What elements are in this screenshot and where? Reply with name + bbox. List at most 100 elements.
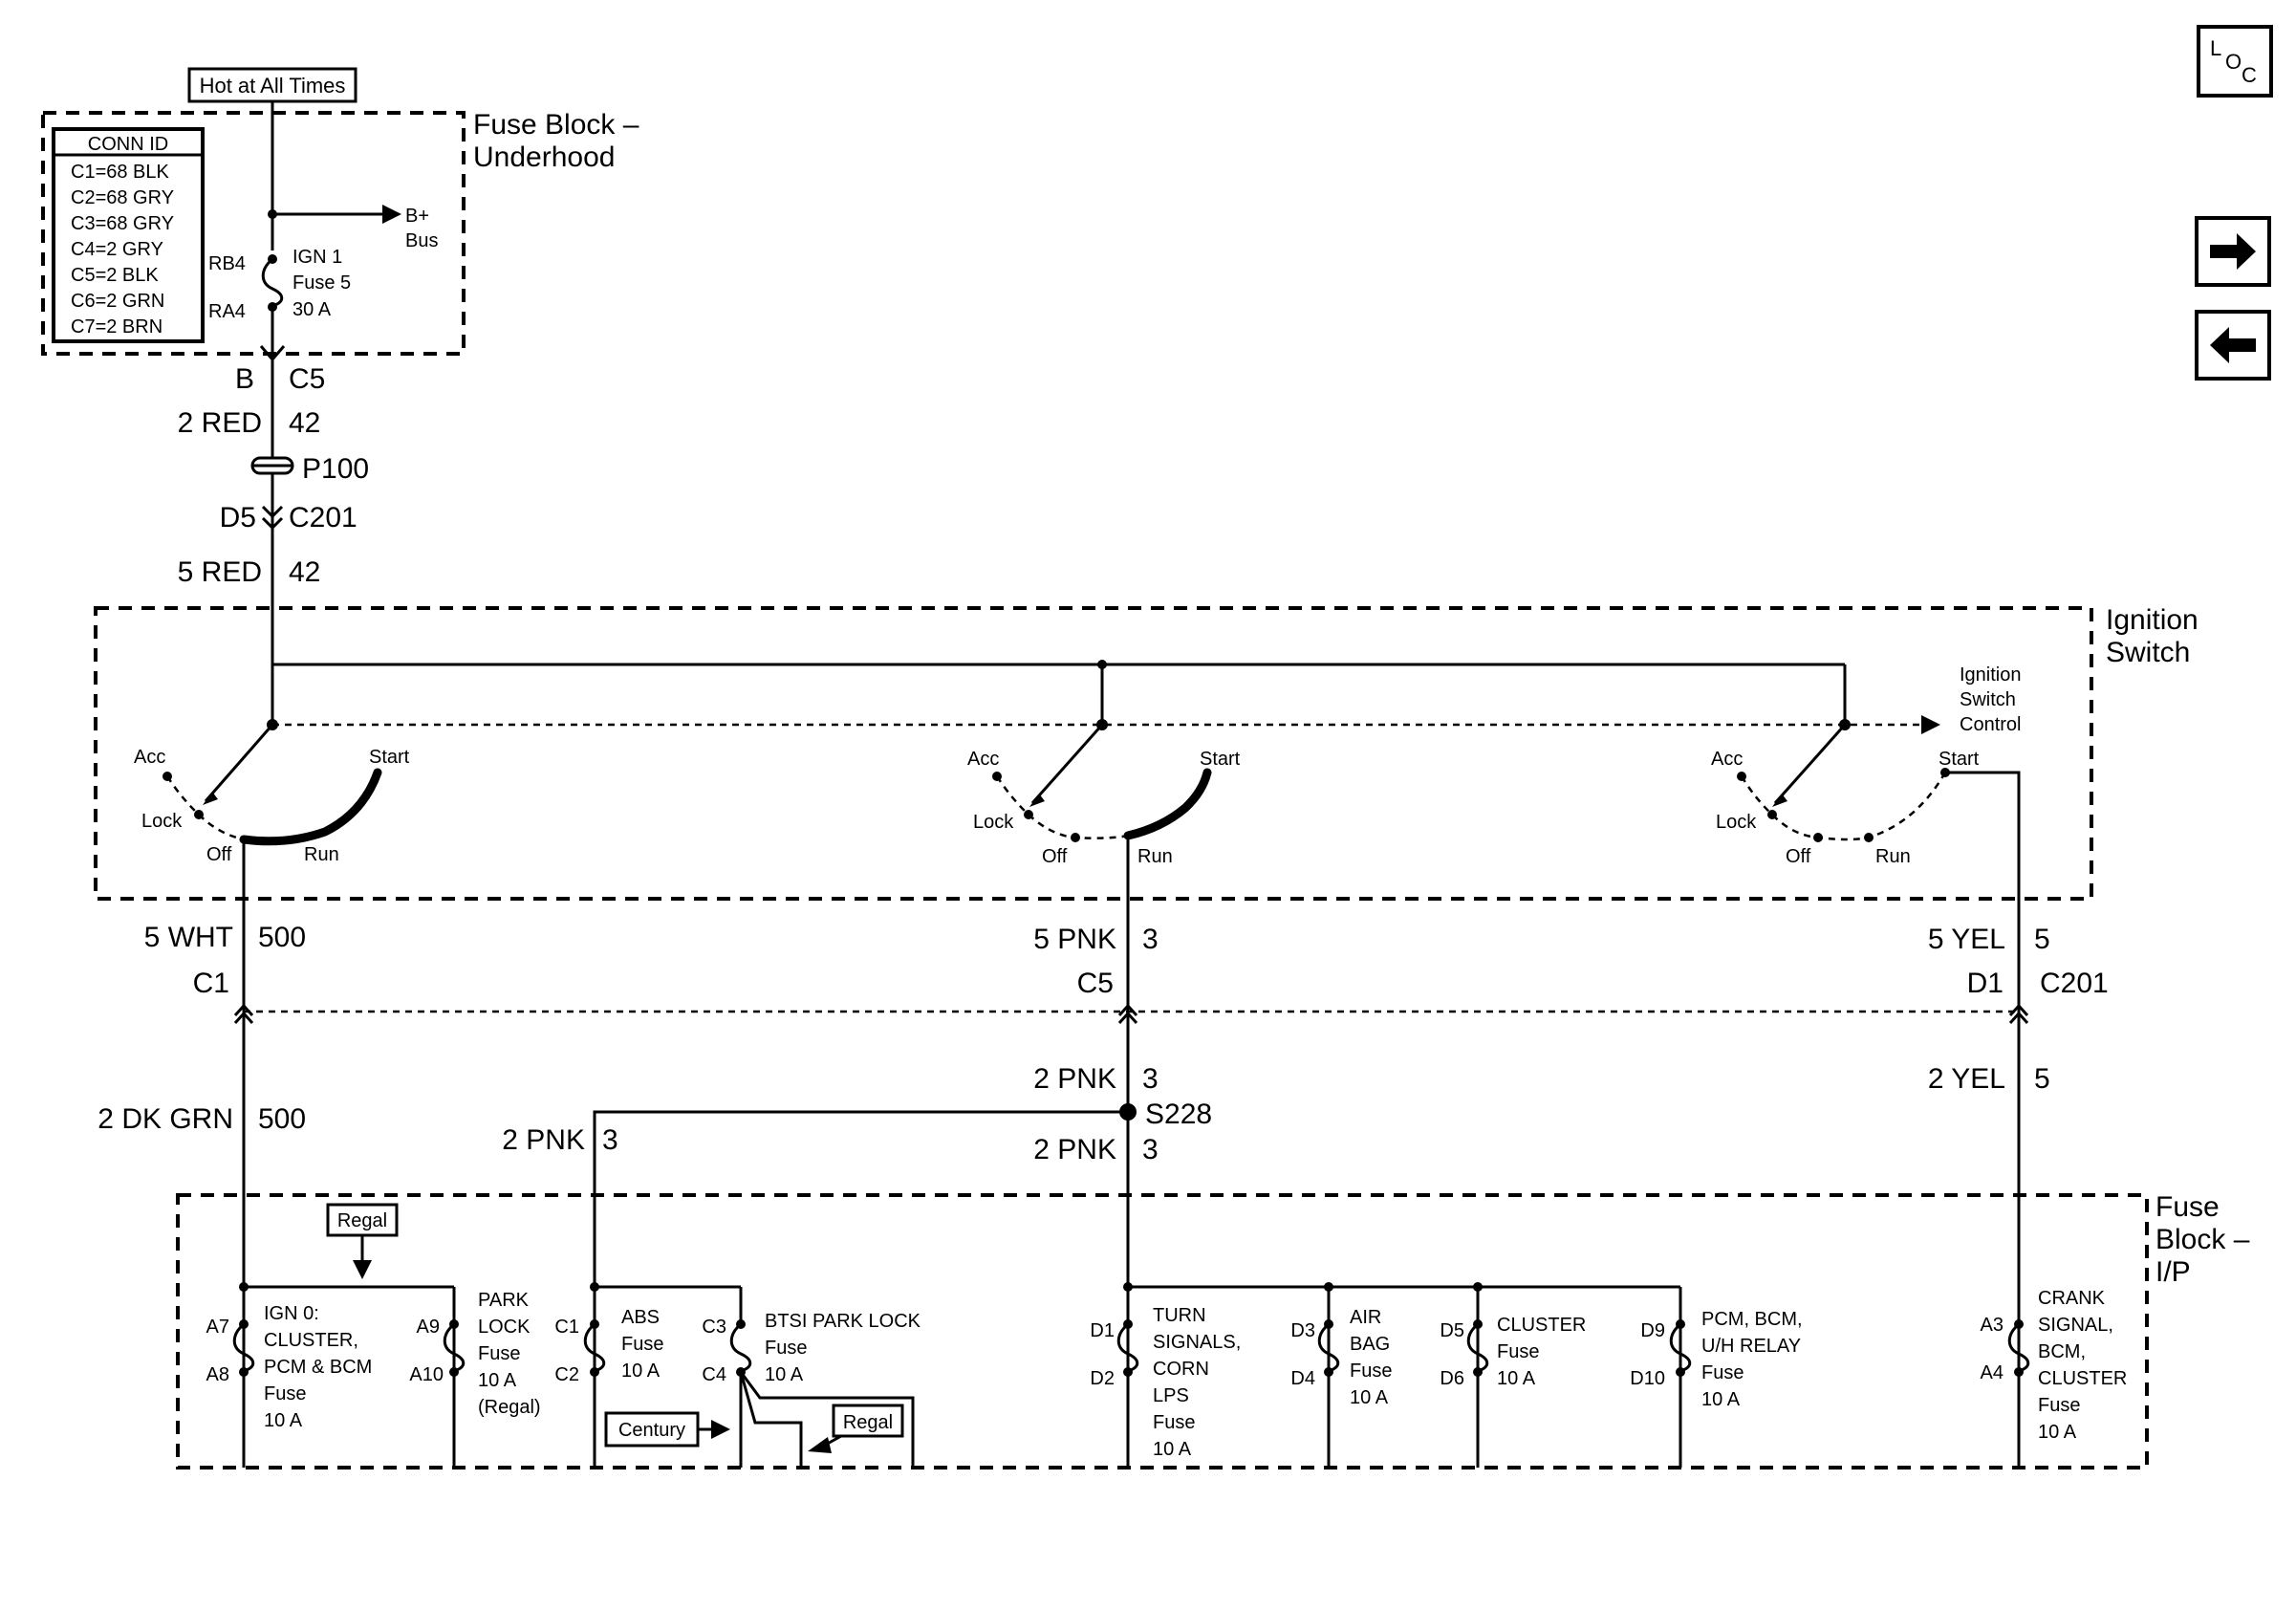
svg-text:C1=68 BLK: C1=68 BLK [71,162,170,183]
svg-text:Bus: Bus [405,230,438,251]
regal-label-2: Regal [808,1404,904,1453]
svg-text:CONN ID: CONN ID [88,134,168,155]
locator-button[interactable]: L O C [2197,25,2273,98]
svg-text:5 WHT: 5 WHT [144,922,233,953]
svg-text:Start: Start [369,747,410,768]
svg-text:Regal: Regal [843,1412,893,1433]
svg-text:Ignition: Ignition [2106,604,2199,636]
svg-text:10 A: 10 A [1153,1439,1192,1460]
svg-text:B: B [235,363,254,395]
arrow-left-icon [2210,327,2256,363]
svg-text:C3: C3 [702,1317,726,1338]
regal-label-1: Regal [326,1203,399,1279]
svg-text:10 A: 10 A [1350,1387,1389,1408]
svg-text:D10: D10 [1630,1368,1665,1389]
switch-section-2: Acc Lock Off Run Start [967,719,1241,867]
svg-text:O: O [2225,50,2242,74]
park-lock-fuse: A9 A10 PARK LOCK Fuse 10 A (Regal) [409,1290,540,1418]
svg-text:Fuse: Fuse [2155,1191,2220,1223]
turn-signals-fuse: D1 D2 TURN SIGNALS, CORN LPS Fuse 10 A [1090,1305,1241,1460]
svg-text:Lock: Lock [141,811,183,832]
svg-text:A8: A8 [206,1364,229,1385]
svg-text:C2: C2 [554,1364,579,1385]
bplus-arrow-icon [382,205,401,224]
svg-text:I/P: I/P [2155,1256,2191,1288]
previous-page-button[interactable] [2195,310,2271,381]
svg-text:C1: C1 [554,1317,579,1338]
conn-id-table: CONN ID C1=68 BLK C2=68 GRY C3=68 GRY C4… [52,127,205,343]
hot-at-all-times-label: Hot at All Times [187,67,357,103]
svg-text:D5: D5 [220,502,256,533]
switch-section-1: Acc Lock Off Run Start [134,719,410,865]
fuse-block-ip: Fuse Block – I/P Regal A7 A8 IGN 0: CLUS… [176,1191,2250,1469]
svg-text:B+: B+ [405,206,429,227]
svg-text:D9: D9 [1640,1320,1665,1341]
svg-text:5 RED: 5 RED [178,556,262,588]
svg-text:TURN: TURN [1153,1305,1206,1326]
svg-text:Fuse: Fuse [264,1383,306,1404]
svg-text:BAG: BAG [1350,1334,1390,1355]
p100-pass-through: P100 [250,453,369,485]
svg-text:10 A: 10 A [621,1361,661,1382]
svg-text:C: C [2242,63,2257,87]
svg-text:D5: D5 [1440,1320,1464,1341]
next-page-button[interactable] [2195,216,2271,287]
svg-text:Fuse: Fuse [2038,1395,2080,1416]
svg-text:C5: C5 [289,363,325,395]
svg-text:PARK: PARK [478,1290,530,1311]
svg-text:L: L [2210,36,2221,60]
control-arrow-icon [1921,715,1940,734]
ign1-fuse: RB4 RA4 IGN 1 Fuse 5 30 A [208,247,351,322]
svg-text:LOCK: LOCK [478,1317,531,1338]
svg-text:Switch: Switch [1960,689,2016,710]
svg-text:Switch: Switch [2106,637,2190,668]
svg-text:Century: Century [618,1420,685,1441]
svg-text:42: 42 [289,407,320,439]
svg-text:(Regal): (Regal) [478,1397,541,1418]
svg-text:3: 3 [1142,1134,1159,1165]
svg-text:Off: Off [206,844,232,865]
svg-text:Fuse: Fuse [1701,1362,1744,1383]
svg-text:D2: D2 [1090,1368,1115,1389]
svg-text:CORN: CORN [1153,1359,1209,1380]
svg-text:SIGNAL,: SIGNAL, [2038,1315,2113,1336]
svg-text:C6=2 GRN: C6=2 GRN [71,291,164,312]
svg-text:RB4: RB4 [208,253,246,274]
svg-text:D3: D3 [1290,1320,1315,1341]
svg-text:2 PNK: 2 PNK [1033,1134,1116,1165]
svg-text:BCM,: BCM, [2038,1341,2086,1362]
svg-text:Acc: Acc [967,749,999,770]
svg-text:Run: Run [304,844,339,865]
svg-text:C4=2 GRY: C4=2 GRY [71,239,163,260]
svg-text:2 YEL: 2 YEL [1928,1063,2005,1095]
svg-text:Lock: Lock [1716,812,1757,833]
cluster-fuse: D5 D6 CLUSTER Fuse 10 A [1440,1315,1586,1389]
svg-text:A10: A10 [409,1364,444,1385]
svg-text:P100: P100 [302,453,369,485]
svg-text:D4: D4 [1290,1368,1315,1389]
switch-section-3: Acc Lock Off Run Start [1711,719,2021,1012]
svg-text:AIR: AIR [1350,1307,1381,1328]
svg-text:3: 3 [602,1124,618,1156]
svg-text:C3=68 GRY: C3=68 GRY [71,213,174,234]
svg-text:BTSI PARK LOCK: BTSI PARK LOCK [765,1311,921,1332]
svg-text:10 A: 10 A [1701,1389,1741,1410]
feed-wire: B C5 2 RED 42 P100 D5 C201 5 RED 42 [178,345,369,669]
svg-text:10 A: 10 A [264,1410,303,1431]
svg-text:Control: Control [1960,714,2021,735]
svg-text:A4: A4 [1981,1362,2004,1383]
output-wires: 5 WHT 500 C1 2 DK GRN 500 5 PNK 3 C5 2 P… [97,838,2109,1468]
svg-text:C201: C201 [289,502,357,533]
svg-text:U/H RELAY: U/H RELAY [1701,1336,1801,1357]
svg-text:10 A: 10 A [478,1370,517,1391]
svg-text:C1: C1 [193,968,229,999]
svg-text:Fuse: Fuse [1153,1412,1195,1433]
crank-signal-fuse: A3 A4 CRANK SIGNAL, BCM, CLUSTER Fuse 10… [1981,1288,2128,1443]
svg-text:Hot at All Times: Hot at All Times [200,74,346,98]
svg-text:D1: D1 [1090,1320,1115,1341]
svg-text:C4: C4 [702,1364,726,1385]
svg-text:IGN 0:: IGN 0: [264,1303,319,1324]
svg-text:S228: S228 [1145,1099,1212,1130]
svg-text:5: 5 [2034,924,2050,955]
